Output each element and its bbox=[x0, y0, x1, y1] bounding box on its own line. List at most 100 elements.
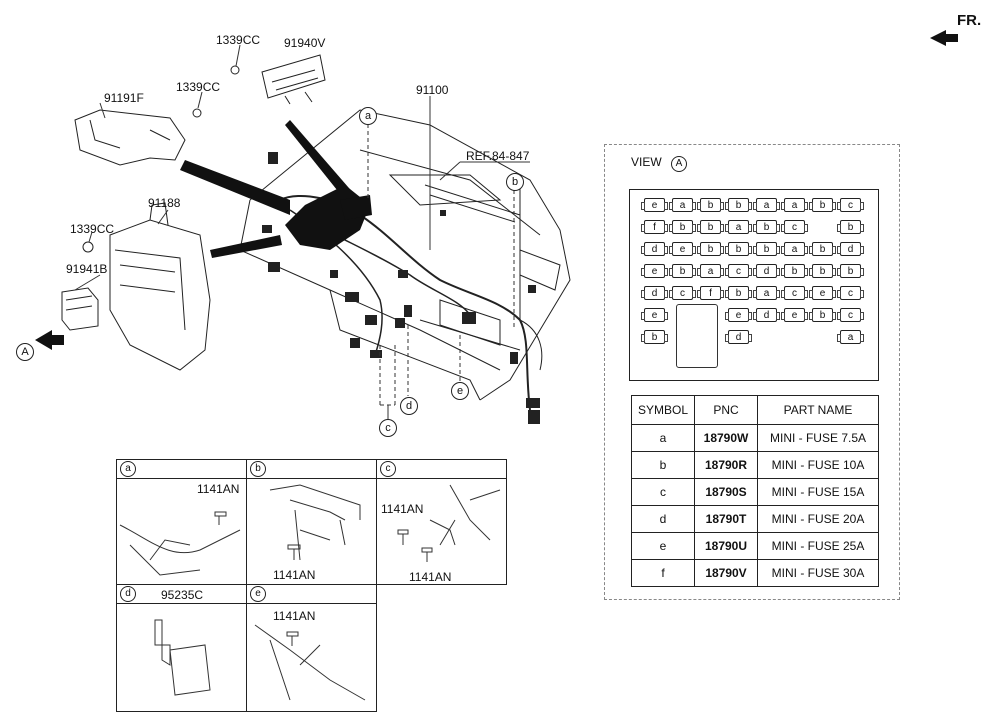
fuse-slot: b bbox=[697, 198, 724, 212]
fuse-slot: d bbox=[641, 286, 668, 300]
detail-e-label: 1141AN bbox=[273, 609, 316, 623]
part-label-91941b: 91941B bbox=[66, 262, 108, 276]
cell-pnc: 18790T bbox=[694, 505, 758, 533]
fuse-slot: b bbox=[697, 220, 724, 234]
fuse-slot: b bbox=[641, 330, 668, 344]
cell-symbol: c bbox=[631, 478, 695, 506]
fuse-slot: b bbox=[669, 264, 696, 278]
detail-header: c bbox=[377, 460, 506, 479]
detail-c-label-2: 1141AN bbox=[409, 570, 452, 584]
col-header-pnc: PNC bbox=[694, 395, 758, 425]
fuse-slot: d bbox=[641, 242, 668, 256]
fuse-slot: f bbox=[641, 220, 668, 234]
callout-a: a bbox=[359, 107, 377, 125]
part-label-91188: 91188 bbox=[148, 196, 181, 210]
part-label-1339cc-left: 1339CC bbox=[70, 222, 115, 236]
fuse-slot: c bbox=[837, 198, 864, 212]
cell-symbol: f bbox=[631, 559, 695, 587]
detail-d: d 95235C bbox=[116, 584, 247, 712]
part-label-1339cc-top: 1339CC bbox=[216, 33, 261, 47]
fuse-slot: e bbox=[809, 286, 836, 300]
fuse-slot: c bbox=[781, 220, 808, 234]
fuse-slot: a bbox=[753, 286, 780, 300]
fuse-slot: b bbox=[753, 242, 780, 256]
callout-b: b bbox=[506, 173, 524, 191]
callout-c: c bbox=[379, 419, 397, 437]
fuse-slot: b bbox=[669, 220, 696, 234]
view-arrow-icon bbox=[35, 330, 64, 350]
detail-header: b bbox=[247, 460, 376, 479]
detail-letter: a bbox=[120, 461, 136, 477]
cell-pnc: 18790U bbox=[694, 532, 758, 560]
fuse-slot: b bbox=[725, 286, 752, 300]
fuse-slot: c bbox=[837, 286, 864, 300]
fuse-slot: e bbox=[641, 198, 668, 212]
fuse-slot: e bbox=[725, 308, 752, 322]
ref-label: REF.84-847 bbox=[466, 149, 530, 163]
detail-header: e bbox=[247, 585, 376, 604]
fuse-slot: e bbox=[781, 308, 808, 322]
fuse-slot: d bbox=[725, 330, 752, 344]
cell-pnc: 18790R bbox=[694, 451, 758, 479]
detail-a: a 1141AN bbox=[116, 459, 247, 585]
detail-header: d bbox=[117, 585, 246, 604]
part-label-91191f: 91191F bbox=[104, 91, 144, 105]
fuse-slot: d bbox=[837, 242, 864, 256]
detail-b-label: 1141AN bbox=[273, 568, 316, 582]
fuse-slot: a bbox=[781, 198, 808, 212]
fuse-slot: b bbox=[837, 220, 864, 234]
cell-pnc: 18790V bbox=[694, 559, 758, 587]
fuse-slot: b bbox=[809, 308, 836, 322]
cell-pnc: 18790W bbox=[694, 424, 758, 452]
detail-letter: b bbox=[250, 461, 266, 477]
col-header-symbol: SYMBOL bbox=[631, 395, 695, 425]
cell-part-name: MINI - FUSE 10A bbox=[757, 451, 879, 479]
cell-part-name: MINI - FUSE 30A bbox=[757, 559, 879, 587]
part-label-91100: 91100 bbox=[416, 83, 449, 97]
fuse-slot: b bbox=[809, 198, 836, 212]
relay-slot bbox=[676, 304, 718, 368]
cell-part-name: MINI - FUSE 15A bbox=[757, 478, 879, 506]
cell-symbol: a bbox=[631, 424, 695, 452]
cell-part-name: MINI - FUSE 7.5A bbox=[757, 424, 879, 452]
detail-c: c 1141AN 1141AN bbox=[376, 459, 507, 585]
fuse-slot: c bbox=[725, 264, 752, 278]
view-title: VIEW A bbox=[631, 155, 688, 172]
view-title-text: VIEW bbox=[631, 155, 662, 169]
callout-d: d bbox=[400, 397, 418, 415]
fuse-slot: e bbox=[641, 264, 668, 278]
cell-symbol: d bbox=[631, 505, 695, 533]
fuse-slot: b bbox=[837, 264, 864, 278]
cell-part-name: MINI - FUSE 25A bbox=[757, 532, 879, 560]
callout-e: e bbox=[451, 382, 469, 400]
part-label-1339cc-mid: 1339CC bbox=[176, 80, 221, 94]
fuse-slot: b bbox=[753, 220, 780, 234]
detail-a-label: 1141AN bbox=[197, 482, 240, 496]
detail-e: e 1141AN bbox=[246, 584, 377, 712]
detail-d-label: 95235C bbox=[161, 588, 204, 602]
fuse-slot: e bbox=[669, 242, 696, 256]
cell-symbol: e bbox=[631, 532, 695, 560]
col-header-part-name: PART NAME bbox=[757, 395, 879, 425]
fuse-slot: b bbox=[781, 264, 808, 278]
fuse-slot: a bbox=[697, 264, 724, 278]
fuse-slot: a bbox=[753, 198, 780, 212]
fuse-slot: b bbox=[809, 264, 836, 278]
fuse-slot: b bbox=[725, 242, 752, 256]
fuse-slot: c bbox=[837, 308, 864, 322]
fuse-slot: b bbox=[697, 242, 724, 256]
fuse-slot: f bbox=[697, 286, 724, 300]
view-symbol: A bbox=[671, 156, 688, 172]
detail-c-label-1: 1141AN bbox=[381, 502, 424, 516]
cell-symbol: b bbox=[631, 451, 695, 479]
callout-A: A bbox=[16, 343, 34, 361]
